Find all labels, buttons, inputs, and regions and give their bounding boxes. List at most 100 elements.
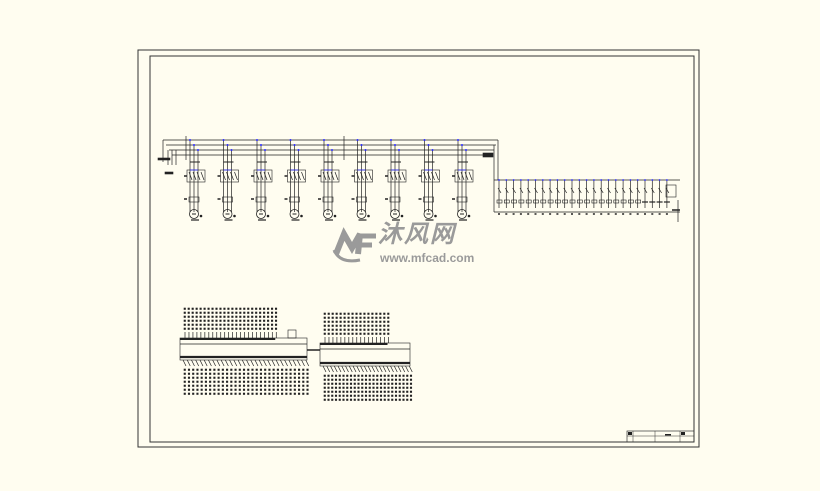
output-wire — [203, 359, 208, 367]
input-label — [239, 307, 242, 310]
output-label — [196, 376, 199, 379]
input-label — [339, 312, 342, 315]
input-label — [199, 319, 202, 322]
output-label — [323, 378, 326, 381]
output-label — [398, 390, 401, 393]
output-label — [302, 376, 305, 379]
input-label — [195, 315, 198, 318]
junction-dot — [644, 179, 646, 181]
output-label — [402, 382, 405, 385]
output-label — [234, 372, 237, 375]
output-wire — [367, 365, 372, 373]
input-label — [243, 307, 246, 310]
input-label — [223, 319, 226, 322]
output-label — [221, 368, 224, 371]
output-label — [361, 374, 364, 377]
overload-relay — [289, 196, 300, 203]
output-label — [376, 390, 379, 393]
output-label — [264, 380, 267, 383]
junction-dot — [541, 179, 544, 181]
contact-symbol — [259, 171, 264, 181]
coil-symbol — [576, 199, 583, 204]
contact-symbol — [301, 171, 305, 181]
input-label — [375, 312, 378, 315]
output-label — [230, 384, 233, 387]
output-label — [361, 378, 364, 381]
output-wire — [182, 359, 187, 367]
junction-dot — [666, 179, 668, 181]
output-label — [251, 376, 254, 379]
control-branch — [656, 179, 663, 215]
contact-symbol — [188, 171, 193, 181]
input-label — [211, 319, 214, 322]
input-label — [183, 327, 186, 330]
input-label — [343, 328, 346, 331]
input-label — [263, 319, 266, 322]
junction-dot — [658, 179, 661, 181]
output-wire — [288, 359, 293, 367]
output-label — [361, 386, 364, 389]
output-label — [196, 372, 199, 375]
output-label — [353, 398, 356, 401]
input-label — [231, 315, 234, 318]
output-label — [196, 380, 199, 383]
output-label — [306, 368, 309, 371]
input-label — [195, 327, 198, 330]
control-transformer — [482, 152, 494, 158]
input-label — [239, 319, 242, 322]
control-branch — [598, 179, 605, 215]
input-label — [191, 315, 194, 318]
coil-symbol — [555, 199, 561, 204]
junction-dot — [622, 179, 624, 181]
control-branch — [628, 179, 634, 215]
contact-symbol — [226, 171, 230, 181]
contact-symbol — [563, 187, 568, 194]
overload-relay — [222, 196, 233, 203]
output-label — [376, 378, 379, 381]
output-label — [406, 382, 409, 385]
output-label — [230, 392, 233, 395]
output-label — [285, 392, 288, 395]
output-label — [293, 392, 296, 395]
junction-dot — [629, 179, 632, 181]
input-label — [191, 319, 194, 322]
output-label — [387, 374, 390, 377]
output-label — [268, 372, 271, 375]
junction-dot — [527, 179, 530, 181]
output-label — [268, 380, 271, 383]
contact-symbol — [401, 171, 406, 181]
output-label — [394, 382, 398, 385]
output-label — [276, 392, 279, 395]
output-label — [364, 374, 368, 377]
output-wire — [250, 359, 255, 367]
junction-dot — [193, 144, 195, 146]
output-label — [255, 380, 258, 383]
input-label — [359, 312, 362, 315]
input-label — [203, 311, 206, 314]
output-label — [221, 392, 224, 395]
coil-symbol — [562, 199, 569, 204]
contact-symbol — [570, 187, 575, 194]
input-label — [259, 307, 262, 310]
output-label — [409, 382, 413, 385]
junction-dot — [563, 179, 566, 181]
contact-symbol — [423, 171, 427, 181]
input-label — [335, 316, 338, 319]
junction-dot — [327, 144, 329, 146]
output-label — [297, 384, 301, 387]
output-label — [272, 372, 275, 375]
junction-dot — [293, 144, 296, 146]
control-branch — [584, 179, 590, 215]
output-wire — [212, 359, 216, 367]
input-label — [383, 312, 386, 315]
output-label — [209, 368, 212, 371]
output-label — [192, 384, 195, 387]
coil-symbol — [518, 199, 525, 204]
junction-dot — [356, 139, 359, 141]
output-label — [376, 398, 379, 401]
output-label — [334, 378, 338, 381]
output-label — [200, 368, 203, 371]
input-label — [387, 320, 390, 323]
input-label — [383, 316, 386, 319]
output-label — [264, 384, 267, 387]
